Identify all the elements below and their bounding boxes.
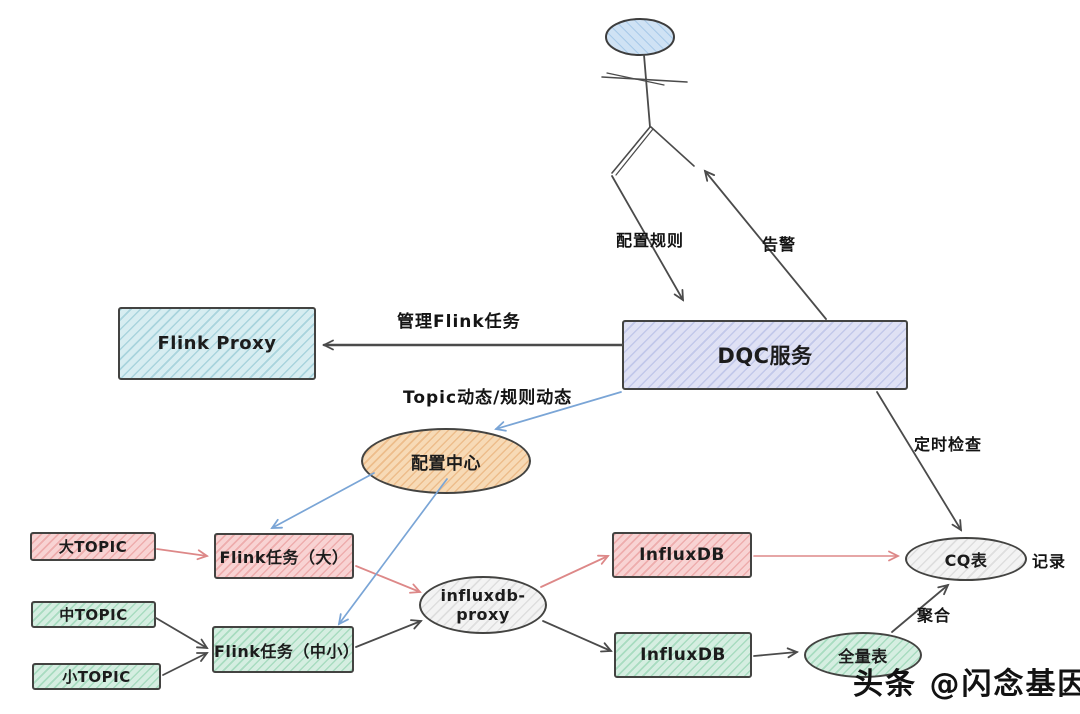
node-flink-task-big: Flink任务（大）: [214, 533, 354, 579]
node-influxdb-proxy-label: influxdb-proxy: [440, 586, 526, 624]
actor-head: [605, 18, 675, 56]
node-config-center-label: 配置中心: [411, 453, 481, 474]
node-cq-table-label: CQ表: [944, 551, 988, 570]
node-config-center: 配置中心: [361, 428, 531, 494]
node-cq-table: CQ表: [905, 537, 1027, 581]
node-big-topic: 大TOPIC: [30, 532, 156, 561]
node-small-topic-label: 小TOPIC: [62, 668, 131, 686]
edge-influxdb-small-to-full-table-arrow: [753, 647, 800, 659]
node-influxdb-small: InfluxDB: [614, 632, 752, 678]
edge-config-to-flink-big-arrow: [270, 472, 375, 529]
edge-label-aggregate: 聚合: [917, 606, 952, 625]
edge-label-scheduled-check: 定时检查: [914, 435, 983, 454]
edge-label-topic-dynamic: Topic动态/规则动态: [403, 388, 573, 408]
actor-leg-left2: [615, 128, 654, 176]
actor-leg-right: [650, 126, 695, 167]
node-dqc-service-label: DQC服务: [717, 344, 813, 368]
node-flink-proxy-label: Flink Proxy: [157, 333, 277, 354]
node-influxdb-big-label: InfluxDB: [639, 545, 725, 565]
node-mid-topic-label: 中TOPIC: [59, 606, 128, 624]
node-influxdb-small-label: InfluxDB: [640, 645, 726, 665]
edge-big-topic-arrow: [156, 548, 209, 561]
edge-flink-mid-to-proxy-arrow: [355, 619, 423, 648]
node-mid-topic: 中TOPIC: [31, 601, 156, 628]
edge-scheduled-check-arrow: [876, 391, 963, 532]
node-flink-task-big-label: Flink任务（大）: [219, 548, 349, 567]
edge-label-record: 记录: [1032, 552, 1067, 571]
node-influxdb-proxy: influxdb-proxy: [419, 576, 547, 634]
edge-mid-topic-arrow: [155, 617, 209, 650]
actor-leg-left: [611, 126, 651, 174]
actor-arm: [601, 76, 688, 83]
edge-proxy-to-influxdb-big-arrow: [540, 554, 610, 588]
node-full-table-label: 全量表: [838, 647, 888, 666]
actor-arm2: [606, 72, 665, 86]
node-small-topic: 小TOPIC: [32, 663, 161, 690]
edge-label-config-rule: 配置规则: [616, 231, 685, 250]
node-flink-task-mid-small-label: Flink任务（中小）: [214, 641, 360, 661]
actor-body: [643, 54, 651, 128]
node-full-table: 全量表: [804, 632, 922, 678]
node-flink-task-mid-small: Flink任务（中小）: [212, 626, 360, 673]
watermark-text: 头条 @闪念基因: [853, 667, 1080, 702]
node-influxdb-big: InfluxDB: [612, 532, 752, 578]
edge-proxy-to-influxdb-small-arrow: [542, 620, 613, 653]
edge-label-alert: 告警: [762, 235, 797, 254]
node-big-topic-label: 大TOPIC: [58, 538, 128, 556]
edge-small-topic-arrow: [162, 652, 209, 676]
edge-label-manage-flink: 管理Flink任务: [397, 312, 521, 332]
edge-flink-big-to-proxy-arrow: [355, 565, 422, 594]
node-flink-proxy: Flink Proxy: [118, 307, 316, 380]
actor-figure: [601, 18, 695, 176]
node-dqc-service: DQC服务: [622, 320, 908, 390]
